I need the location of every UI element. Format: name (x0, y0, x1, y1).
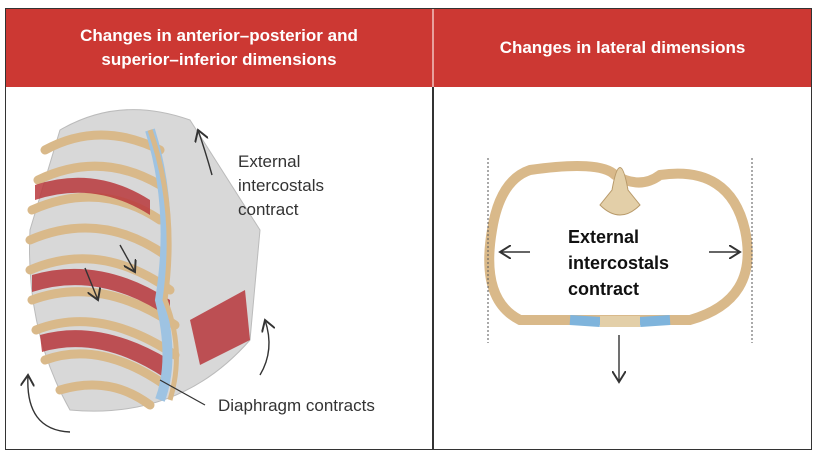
comparison-table: Changes in anterior–posterior and superi… (5, 8, 812, 450)
label-line: External (238, 152, 301, 171)
header-text: Changes in anterior–posterior and superi… (80, 26, 358, 69)
intercostal-muscles (32, 177, 250, 378)
diaphragm (190, 290, 250, 365)
motion-arrows (28, 130, 269, 433)
rib-cross-section-illustration (484, 158, 753, 382)
label-line: intercostals (568, 253, 670, 273)
header-divider (432, 9, 434, 87)
sternum (600, 316, 640, 327)
label-line: contract (568, 279, 640, 299)
label-line: contract (238, 200, 299, 219)
label-diaphragm-contracts: Diaphragm contracts (218, 396, 375, 415)
header-text: Changes in lateral dimensions (499, 38, 746, 57)
vertebra (599, 167, 641, 216)
label-line: External (568, 227, 640, 247)
column-divider (432, 87, 434, 449)
header-lateral-dimensions: Changes in lateral dimensions (434, 9, 811, 87)
expansion-arrows (500, 252, 740, 382)
label-external-intercostals-left: External intercostals contract (238, 150, 324, 222)
header-ap-si-dimensions: Changes in anterior–posterior and superi… (6, 9, 432, 87)
label-external-intercostals-right: External intercostals contract (568, 224, 669, 302)
label-line: intercostals (238, 176, 324, 195)
rib-cage-illustration (28, 109, 269, 433)
diaphragm-leader-line (159, 379, 206, 406)
